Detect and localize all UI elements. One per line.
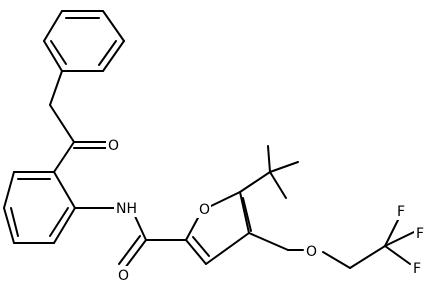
bond: [10, 207, 19, 237]
fluorine-middle-label: F: [414, 224, 426, 242]
atom-label: F: [413, 261, 421, 277]
bond: [43, 10, 63, 42]
bond: [49, 207, 69, 237]
bond: [384, 231, 415, 247]
bond: [102, 10, 125, 42]
bond: [50, 40, 67, 65]
bond: [267, 145, 271, 173]
bond: [239, 171, 271, 193]
ether-oxygen-label: O: [304, 242, 320, 260]
bond: [98, 40, 117, 66]
fluorine-bottom-label: F: [411, 259, 423, 277]
bond: [102, 40, 125, 72]
bond: [185, 215, 200, 241]
atom-label: F: [397, 204, 405, 220]
bond-layer: [3, 10, 415, 269]
atom-label: O: [118, 268, 129, 284]
bond: [124, 239, 147, 269]
atom-label: O: [306, 244, 317, 260]
ketone-oxygen-label: O: [106, 136, 120, 154]
bond: [53, 141, 75, 173]
bond: [192, 236, 210, 257]
bond: [133, 213, 147, 241]
bond: [269, 161, 299, 173]
bond: [49, 104, 75, 143]
bond: [118, 235, 141, 265]
amide-oxygen-label: O: [116, 266, 130, 284]
furan-oxygen-label: O: [197, 200, 211, 218]
bond: [185, 239, 207, 265]
bond: [248, 232, 289, 251]
atom-label: F: [416, 226, 424, 242]
bond: [53, 207, 76, 244]
bond: [49, 70, 63, 106]
bond: [384, 217, 400, 247]
bond: [239, 191, 250, 234]
atom-label: O: [108, 138, 119, 154]
bond: [242, 197, 252, 232]
bond: [210, 191, 241, 207]
fluorine-top-label: F: [395, 202, 407, 220]
bond: [3, 207, 15, 244]
amide-nitrogen-label: NH: [114, 199, 138, 217]
bond: [269, 171, 287, 199]
bond: [349, 245, 386, 269]
bond: [384, 245, 411, 265]
bond: [43, 40, 63, 72]
atom-label-layer: O NH O O O F F F: [106, 136, 426, 284]
atom-label: NH: [116, 201, 137, 217]
bond: [322, 251, 351, 269]
bond: [53, 171, 76, 209]
atom-label: O: [199, 202, 210, 218]
bond: [3, 171, 15, 209]
bond: [205, 232, 250, 265]
